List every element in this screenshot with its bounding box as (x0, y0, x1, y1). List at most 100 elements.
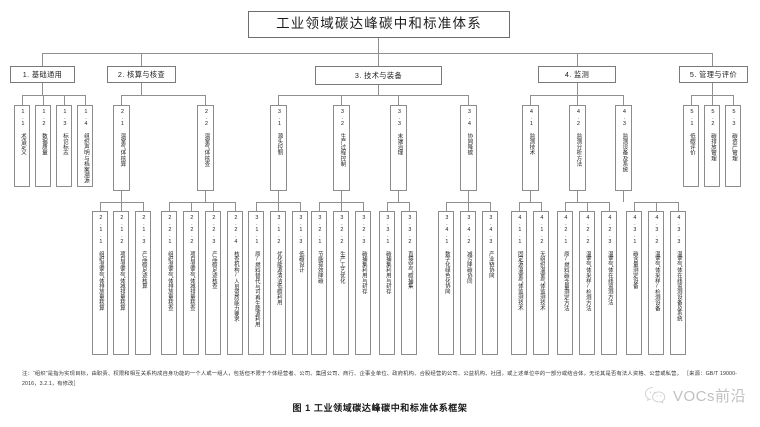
node-3-3: 3.3 末端治理 (390, 105, 407, 191)
category-node-3: 3. 技术与装备 (315, 66, 442, 85)
node-4-2-2: 4.2.2 温室气体采样/检测方法 (579, 211, 595, 355)
connector-3.2.1-up (319, 202, 320, 211)
connector-3.4.3-up (490, 202, 491, 211)
connector-cat1-bus (22, 95, 85, 96)
node-4-3-3: 4.3.3 温室气体在线监测设备及系统 (670, 211, 686, 355)
node-3-4-1: 3.4.1 数字化绿色化协同 (438, 211, 454, 355)
connector-3.4-down (468, 191, 469, 202)
node-1-4: 1.4 组织声明与档案溯源 (77, 105, 93, 187)
connector-2.1-up (121, 95, 122, 105)
connector-2.2.1-up (169, 202, 170, 211)
connector-5.1-up (691, 95, 692, 105)
connector-cat5-down (712, 83, 713, 95)
connector-3.3-bus (387, 202, 409, 203)
node-5-1: 5.1 低碳评价 (683, 105, 699, 187)
node-2-2-1: 2.2.1 组织温室气体排放量核查 (161, 211, 177, 355)
node-5-3: 5.3 碳资产管理 (725, 105, 741, 187)
node-3-1: 3.1 源头控制 (270, 105, 287, 191)
connector-3.1-up (278, 95, 279, 105)
watermark: VOCs前沿 (644, 385, 746, 406)
connector-2.2-up (205, 95, 206, 105)
connector-4.1.1-up (519, 202, 520, 211)
wechat-icon (644, 387, 666, 404)
node-4-3: 4.3 监测设备及系统 (615, 105, 632, 191)
connector-cat2-down (141, 83, 142, 95)
connector-1.1-up (22, 95, 23, 105)
node-1-2: 1.2 数据质量 (35, 105, 51, 187)
node-3-2-1: 3.2.1 节能提效降碳 (311, 211, 327, 355)
connector-cat3-down (378, 85, 379, 95)
node-4-3-1: 4.3.1 碳含量测定设备 (626, 211, 642, 355)
connector-2.2-bus (169, 202, 235, 203)
connector-level2-bus (42, 53, 712, 54)
connector-3.1.2-up (278, 202, 279, 211)
connector-cat5-up (712, 53, 713, 66)
node-4-1-1: 4.1.1 固定源温室气体监测技术 (511, 211, 527, 355)
node-4-2: 4.2 监测分析方法 (569, 105, 586, 191)
node-4-2-1: 4.2.1 原/燃料碳含量测定方法 (557, 211, 573, 355)
node-2-2-3: 2.2.3 产品碳足迹核查 (205, 211, 221, 355)
node-1-3: 1.3 标识标志 (56, 105, 72, 187)
connector-3.2-down (341, 191, 342, 202)
connector-1.3-up (64, 95, 65, 105)
node-2-2-4: 2.2.4 核查机构/人员资质能力要求 (227, 211, 243, 355)
node-3-2-2: 3.2.2 生产工艺优化 (333, 211, 349, 355)
node-2-1-3: 2.1.3 产品碳足迹核算 (135, 211, 151, 355)
connector-4.2.2-up (587, 202, 588, 211)
node-3-1-2: 3.1.2 优化能源清洁低碳利用 (270, 211, 286, 355)
node-4-1-2: 4.1.2 无组织温室气体监测技术 (533, 211, 549, 355)
category-node-5: 5. 管理与评价 (679, 66, 748, 83)
connector-4.2-down (577, 191, 578, 202)
connector-3.4-up (468, 95, 469, 105)
node-2-1: 2.1 温室气体核算 (113, 105, 130, 191)
connector-3.2.2-up (341, 202, 342, 211)
node-3-4-3: 3.4.3 产业链协同 (482, 211, 498, 355)
node-2-2: 2.2 温室气体核查 (197, 105, 214, 191)
node-3-3-2: 3.3.2 直接空气碳捕集 (401, 211, 417, 355)
connector-3.3.2-up (409, 202, 410, 211)
connector-4.1.2-up (541, 202, 542, 211)
category-node-2: 2. 核算与核查 (107, 66, 176, 83)
connector-3.4.2-up (468, 202, 469, 211)
connector-4.1-up (530, 95, 531, 105)
node-4-3-2: 4.3.2 温室气体采样/检测设备 (648, 211, 664, 355)
connector-5.3-up (733, 95, 734, 105)
connector-cat2-up (141, 53, 142, 66)
node-4-2-3: 4.2.3 温室气体在线监测方法 (601, 211, 617, 355)
connector-4.2.3-up (609, 202, 610, 211)
node-5-2: 5.2 碳排放管理 (704, 105, 720, 187)
connector-cat4-bus (530, 95, 623, 96)
node-3-1-3: 3.1.3 低碳设计 (292, 211, 308, 355)
connector-4.2.1-up (565, 202, 566, 211)
connector-cat4-up (577, 53, 578, 66)
connector-cat2-bus (121, 95, 205, 96)
category-node-4: 4. 监测 (538, 66, 616, 83)
connector-4.1-down (530, 191, 531, 202)
connector-4.3.2-up (656, 202, 657, 211)
connector-2.1.1-up (100, 202, 101, 211)
connector-4.2-up (577, 95, 578, 105)
figure-caption: 图 1 工业领域碳达峰碳中和标准体系框架 (292, 403, 468, 413)
connector-2.2.3-up (213, 202, 214, 211)
node-4-1: 4.1 监测技术 (522, 105, 539, 191)
connector-3.3-down (398, 191, 399, 202)
node-2-1-1: 2.1.1 组织温室气体排放量核算 (92, 211, 108, 355)
connector-4.3-up (623, 95, 624, 105)
connector-3.1-down (278, 191, 279, 202)
connector-3.3.1-up (387, 202, 388, 211)
node-3-4-2: 3.4.2 减污降碳协同 (460, 211, 476, 355)
node-3-1-1: 3.1.1 原/燃料替代与可再生能源利用 (248, 211, 264, 355)
node-2-1-2: 2.1.2 项目温室气体减排量核算 (113, 211, 129, 355)
figure-footnote: 注：“组织”是指为实现目标，由职责、权限和相互关系构成自身功能的一个人或一组人，… (22, 371, 737, 387)
connector-2.2-down (205, 191, 206, 202)
connector-1.2-up (43, 95, 44, 105)
node-2-2-2: 2.2.2 项目温室气体减排量核查 (183, 211, 199, 355)
connector-3.3-up (398, 95, 399, 105)
connector-5.2-up (712, 95, 713, 105)
connector-3.1.1-up (256, 202, 257, 211)
connector-3.4.1-up (446, 202, 447, 211)
connector-3.2.3-up (363, 202, 364, 211)
connector-4.3.3-up (678, 202, 679, 211)
node-1-1: 1.1 术语定义 (14, 105, 30, 187)
